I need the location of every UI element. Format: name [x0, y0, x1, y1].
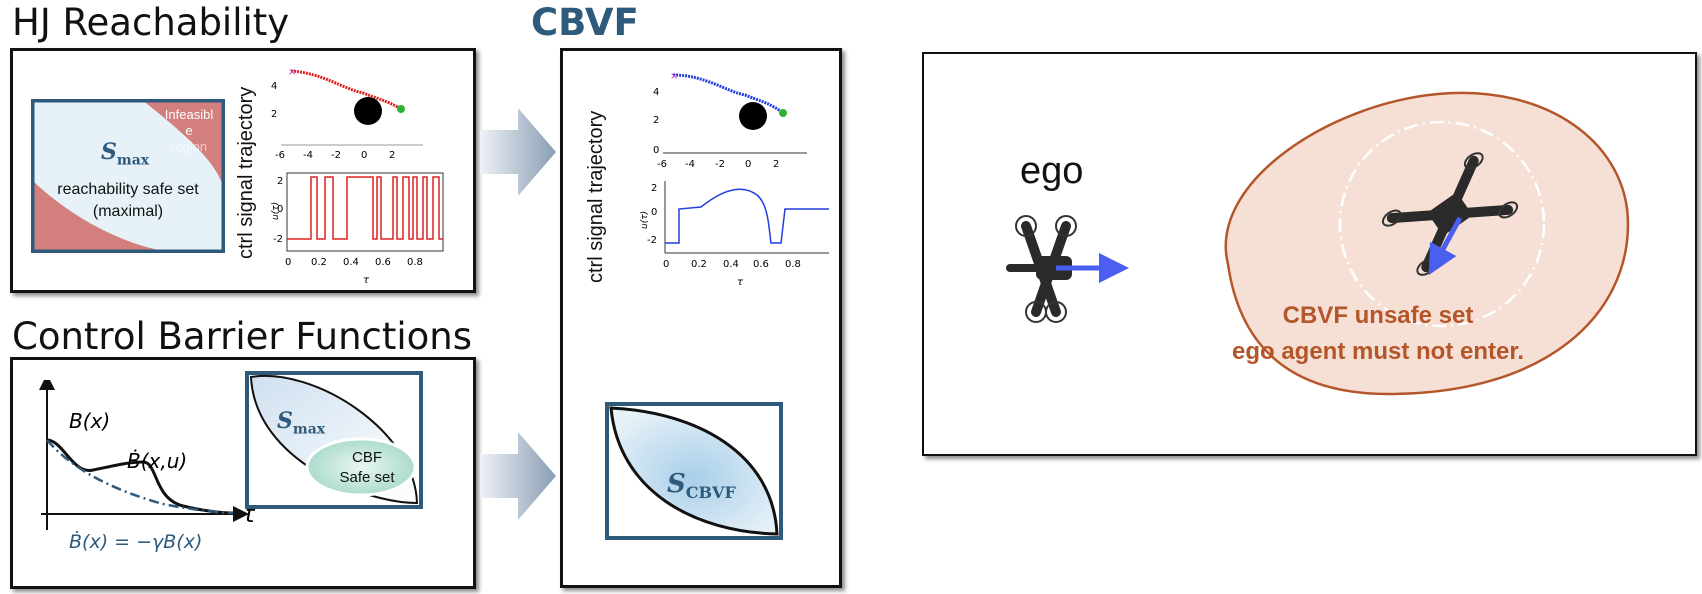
cbvf-traj-xtick: 0: [745, 159, 751, 170]
bdot-label: Ḃ(x,u): [127, 449, 187, 473]
hj-traj-xtick: -2: [331, 150, 341, 159]
hj-traj-xtick: 2: [389, 150, 395, 159]
cbvf-ctrl-signal-trajectory-label: ctrl signal trajectory: [585, 110, 607, 283]
svg-text:×: ×: [670, 71, 678, 82]
cbvf-ctrl-xtick: 0: [663, 259, 669, 270]
other-drone-icon: [1381, 152, 1519, 276]
hj-traj-xtick: 0: [361, 150, 367, 159]
hj-ctrl-xlabel: τ: [363, 275, 370, 286]
cbvf-heading: CBVF: [531, 1, 639, 44]
hj-ctrl-xtick: 0.2: [311, 257, 327, 268]
hj-ctrl-ylabel: u(τ): [271, 202, 281, 220]
unsafe-set-label: CBVF unsafe set ego agent must not enter…: [1231, 302, 1525, 365]
hj-traj-ytick: 4: [271, 81, 277, 92]
cbvf-traj-ytick: 0: [653, 145, 659, 156]
hj-ctrl-ytick: 2: [277, 176, 283, 187]
ego-drone-icon: [1006, 215, 1129, 323]
hj-traj-xtick: -4: [303, 150, 313, 159]
cbvf-traj-xtick: -4: [685, 159, 695, 170]
cbvf-ctrl-ytick: 2: [651, 183, 657, 194]
hj-reachability-heading: HJ Reachability: [12, 1, 290, 44]
reachability-safe-set-label: reachability safe set (maximal): [57, 181, 199, 220]
cbf-smax-label: Smax: [277, 408, 326, 438]
scbvf-label: SCBVF: [667, 469, 736, 503]
hj-ctrl-xtick: 0: [285, 257, 291, 268]
cbvf-trajectory-plot: × 4 2 0 -6 -4 -2 0 2: [653, 71, 807, 170]
cbvf-ctrl-xtick: 0.4: [723, 259, 739, 270]
hj-trajectory-plot: × 4 2 -6 -4 -2 0 2: [271, 67, 423, 159]
hj-control-plot: u(τ) 2 0 -2 0 0.2 0.4 0.6 0.8 τ: [271, 172, 444, 286]
cbvf-traj-xtick: -6: [657, 159, 667, 170]
cbvf-ctrl-xtick: 0.2: [691, 259, 707, 270]
cbvf-ctrl-ytick: 0: [651, 207, 657, 218]
hj-ctrl-xtick: 0.4: [343, 257, 359, 268]
hj-ctrl-xtick: 0.6: [375, 257, 391, 268]
cbvf-traj-ytick: 4: [653, 87, 659, 98]
cbvf-ctrl-ytick: -2: [647, 235, 657, 246]
hj-reachability-panel: Infeasibl e region Smax reachability saf…: [10, 48, 476, 293]
reachability-safe-set-figure: [31, 99, 225, 253]
cbvf-ctrl-xtick: 0.8: [785, 259, 801, 270]
bdot-equation: Ḃ(x) = −γB(x): [69, 530, 202, 553]
cbf-panel: B(x) Ḃ(x,u) t Ḃ(x) = −γB(x) Smax CBF Saf…: [10, 357, 476, 589]
cbvf-traj-xtick: 2: [773, 159, 779, 170]
cbvf-panel: ctrl signal trajectory × 4 2 0 -6 -4 -2 …: [560, 48, 842, 588]
cbf-heading: Control Barrier Functions: [12, 315, 473, 358]
cbvf-ctrl-ylabel: u(τ): [640, 211, 650, 229]
ctrl-signal-trajectory-label: ctrl signal trajectory: [235, 86, 257, 259]
arrow-to-cbvf-bottom: [480, 432, 556, 520]
cbvf-traj-xtick: -2: [715, 159, 725, 170]
t-axis-label: t: [245, 500, 256, 528]
hj-ctrl-ytick: -2: [273, 234, 283, 245]
arrow-to-cbvf-top: [480, 108, 556, 196]
cbvf-ctrl-xtick: 0.6: [753, 259, 769, 270]
svg-text:×: ×: [288, 67, 296, 78]
ego-scene-panel: ego: [922, 52, 1697, 456]
ego-label: ego: [1020, 150, 1084, 192]
hj-ctrl-xtick: 0.8: [407, 257, 423, 268]
cbvf-control-plot: u(τ) 2 0 -2 0 0.2 0.4 0.6 0.8 τ: [640, 181, 829, 288]
cbvf-safe-set-figure: [605, 402, 783, 540]
smax-label: Smax: [101, 139, 150, 169]
b-label: B(x): [69, 409, 110, 433]
hj-traj-ytick: 2: [271, 109, 277, 120]
hj-ctrl-ytick: 0: [277, 204, 283, 215]
cbvf-traj-ytick: 2: [653, 115, 659, 126]
hj-traj-xtick: -6: [275, 150, 285, 159]
cbf-safe-set-label: CBF Safe set: [339, 449, 395, 486]
cbf-safe-set-figure: [245, 371, 423, 509]
cbvf-ctrl-xlabel: τ: [737, 277, 744, 288]
unsafe-set-region: [1224, 91, 1630, 396]
barrier-function-plot: B(x) Ḃ(x,u) t Ḃ(x) = −γB(x): [39, 380, 256, 553]
infeasible-label: Infeasibl e region: [164, 107, 214, 154]
